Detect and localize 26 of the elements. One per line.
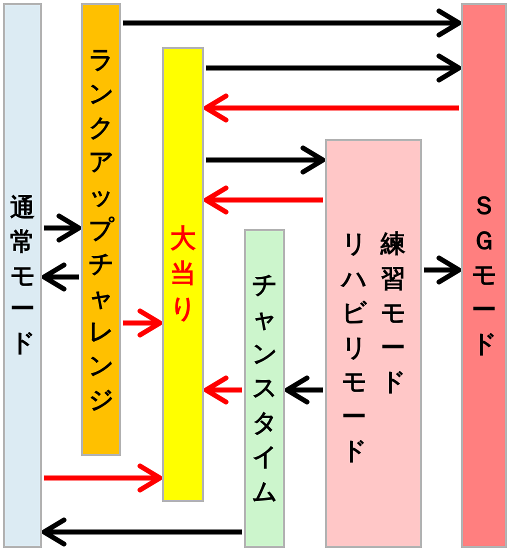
jackpot-bar <box>162 47 204 502</box>
mode-box <box>325 139 422 548</box>
mode-label: ランクアップチャレンジ <box>88 44 114 416</box>
mode-bar <box>461 3 507 548</box>
mode-label: 大当り <box>170 222 196 326</box>
mode-label: 練習モード <box>380 228 406 398</box>
arrow <box>204 186 323 214</box>
arrow <box>123 308 162 338</box>
arrow <box>204 376 242 404</box>
arrow <box>204 94 459 122</box>
mode-label: ＳＧモード <box>472 190 496 360</box>
arrow <box>206 146 326 174</box>
arrow <box>44 464 162 492</box>
arrow <box>42 518 242 546</box>
arrow <box>424 256 462 284</box>
mode-bar <box>81 3 121 456</box>
mode-label: チャンスタイム <box>252 268 277 508</box>
arrow <box>123 8 462 38</box>
mode-bar <box>3 3 42 548</box>
arrow <box>44 214 82 242</box>
arrow <box>42 262 79 292</box>
mode-label: 通常モード <box>10 192 35 360</box>
mode-label: リハビリモード <box>342 228 366 467</box>
arrow <box>284 376 323 404</box>
arrow <box>206 54 462 82</box>
mode-bar <box>244 229 285 548</box>
